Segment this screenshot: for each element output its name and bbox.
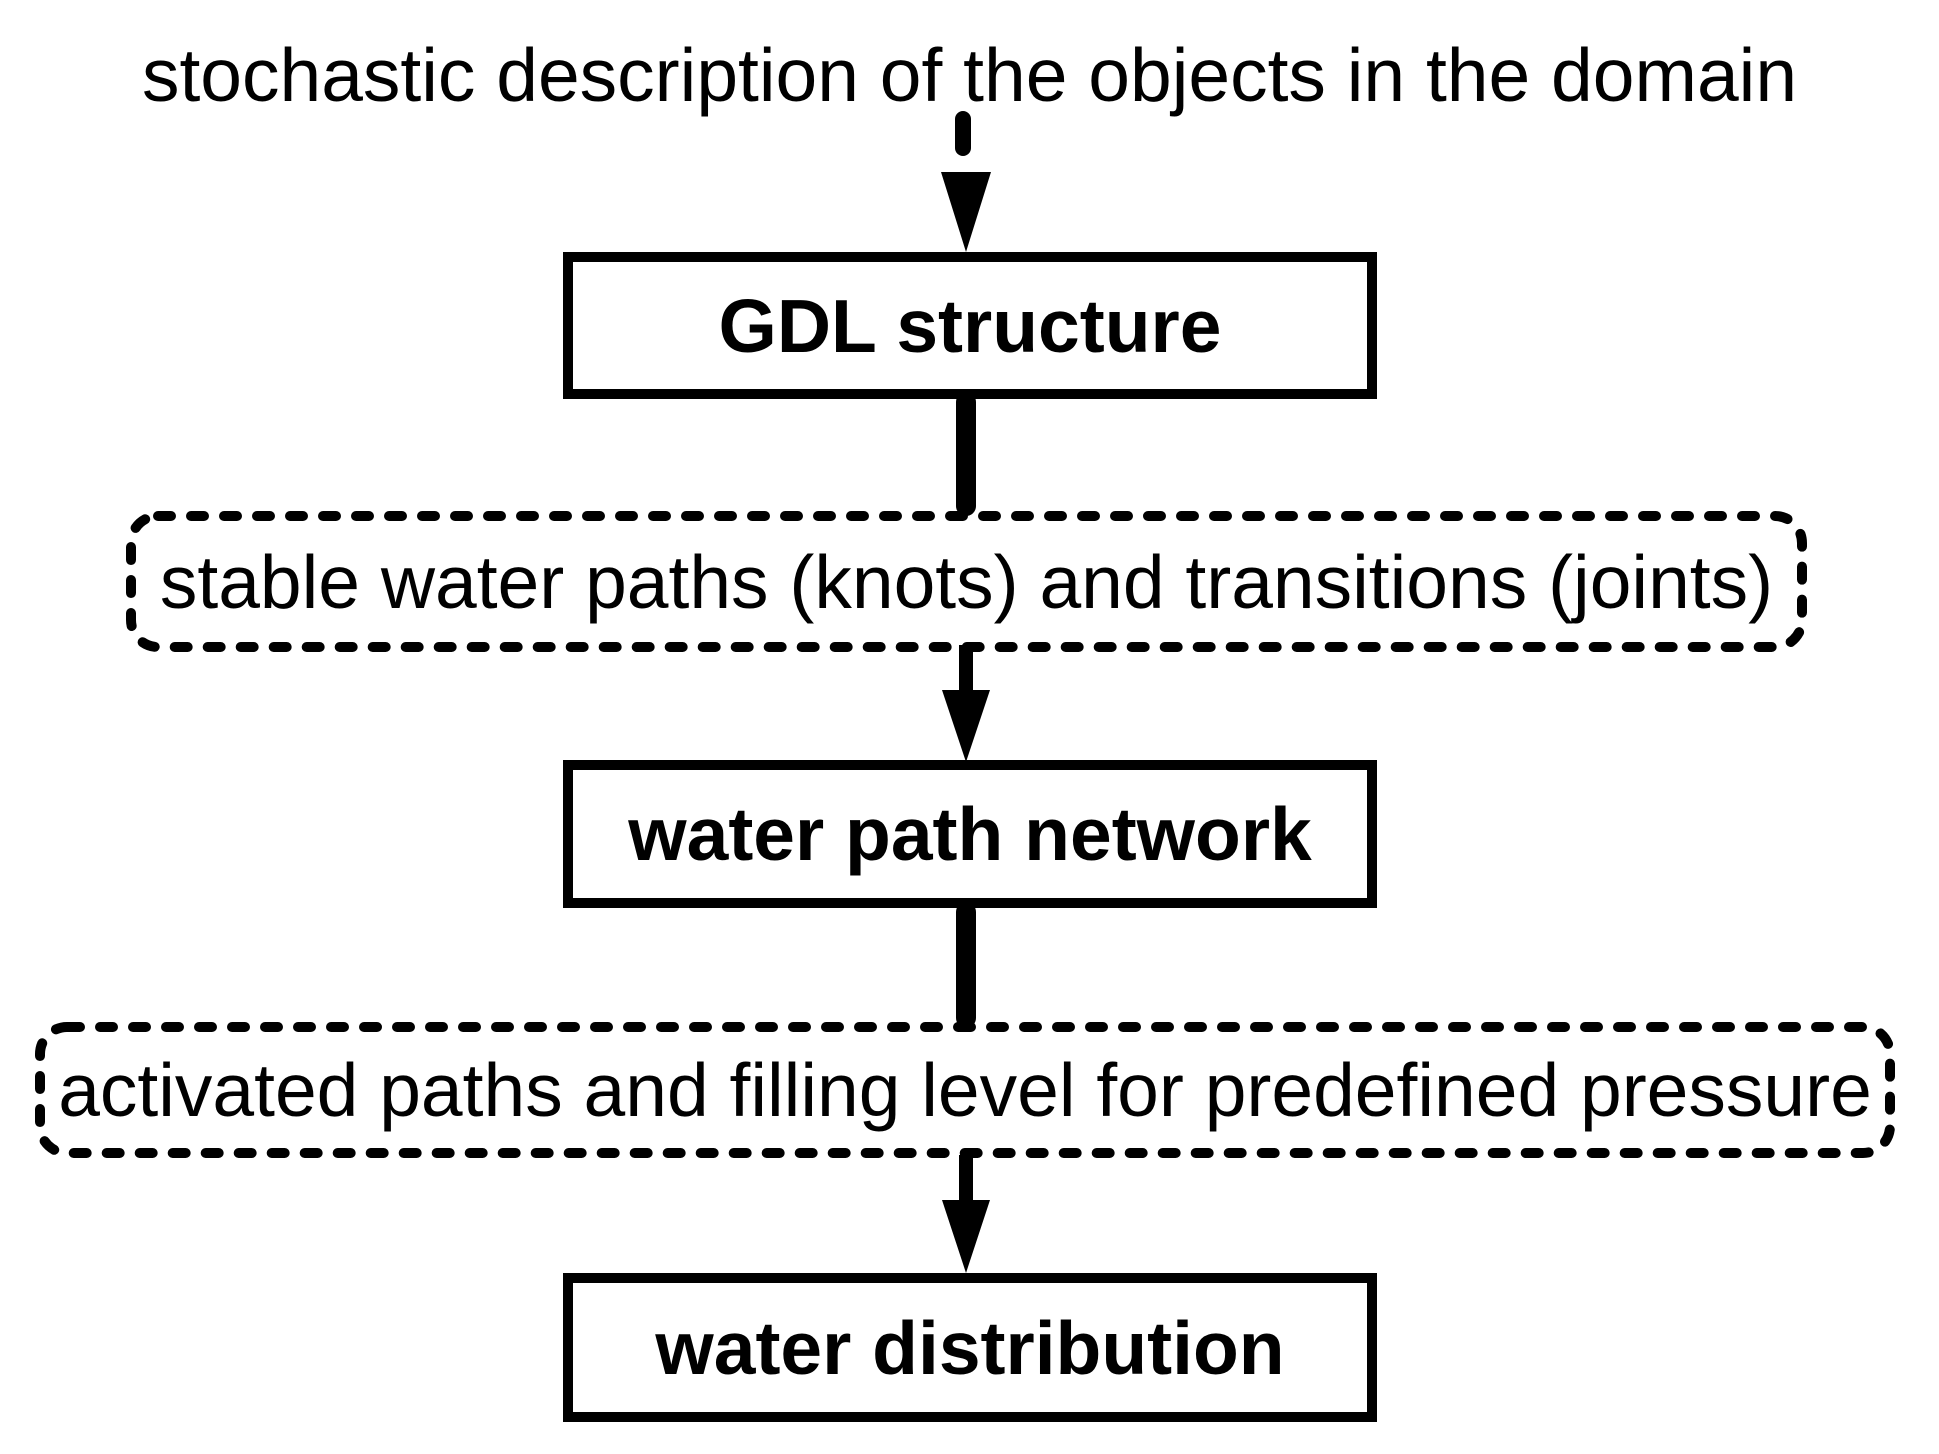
arrow-mid2-head-icon [942,1200,990,1273]
arrow-mid1-head-icon [942,690,990,762]
node-activated-paths: activated paths and filling level for pr… [58,1048,1872,1132]
node-stable-water-paths: stable water paths (knots) and transitio… [159,539,1774,624]
node-water-path-network: water path network [563,760,1377,908]
dashed-box-activated-paths-border [35,1022,1895,1158]
node-water-distribution: water distribution [563,1273,1377,1422]
arrow-top-dash [955,111,971,156]
node-gdl-structure: GDL structure [563,252,1377,399]
diagram-title: stochastic description of the objects in… [141,33,1798,117]
arrow-mid2-stem [959,1155,973,1205]
arrow-mid1-stem [959,645,973,697]
arrow-top-head-icon [941,172,991,252]
connector-gdl-to-paths [956,392,976,516]
connector-network-to-activated [956,902,976,1028]
